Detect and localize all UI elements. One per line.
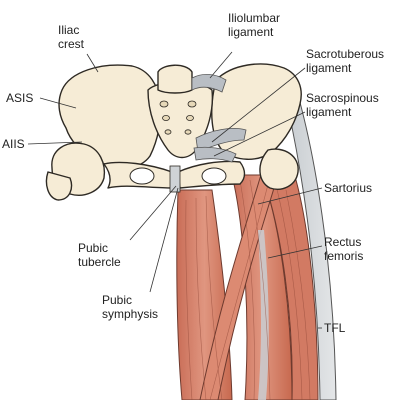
left-ilium <box>58 64 162 169</box>
sacral-foramina <box>159 100 197 135</box>
right-obturator-foramen <box>201 167 227 185</box>
sartorius-muscle <box>199 149 285 400</box>
left-greater-trochanter <box>45 171 73 201</box>
right-ilium <box>211 63 302 160</box>
label-pubic-tubercle: Pubic tubercle <box>78 241 121 269</box>
label-rectus-femoris: Rectus femoris <box>324 235 365 263</box>
left-obturator-foramen <box>129 167 155 185</box>
leader-lines <box>27 51 323 329</box>
vastus-lateralis-muscle <box>261 174 319 400</box>
label-asis: ASIS <box>6 91 33 105</box>
label-aiis: AIIS <box>2 137 25 151</box>
label-tfl: TFL <box>324 321 346 335</box>
sacrospinous-ligament <box>193 146 237 163</box>
label-sacrospinous-ligament: Sacrospinous ligament <box>306 91 382 119</box>
tfl-band <box>283 87 337 400</box>
labels: Iliac crest Iliolumbar ligament Sacrotub… <box>2 11 387 335</box>
l5-vertebra <box>157 64 193 94</box>
label-iliac-crest: Iliac crest <box>58 23 85 51</box>
label-sacrotuberous-ligament: Sacrotuberous ligament <box>306 47 387 75</box>
label-iliolumbar-ligament: Iliolumbar ligament <box>228 11 283 39</box>
pubic-symphysis <box>169 165 181 193</box>
iliolumbar-ligament <box>191 74 227 93</box>
label-sartorius: Sartorius <box>324 181 372 195</box>
rectus-tendon <box>258 230 269 400</box>
ligaments <box>191 74 247 163</box>
thigh-muscles <box>176 87 337 400</box>
label-pubic-symphysis: Pubic symphysis <box>102 293 158 321</box>
right-femur-head <box>259 148 299 190</box>
